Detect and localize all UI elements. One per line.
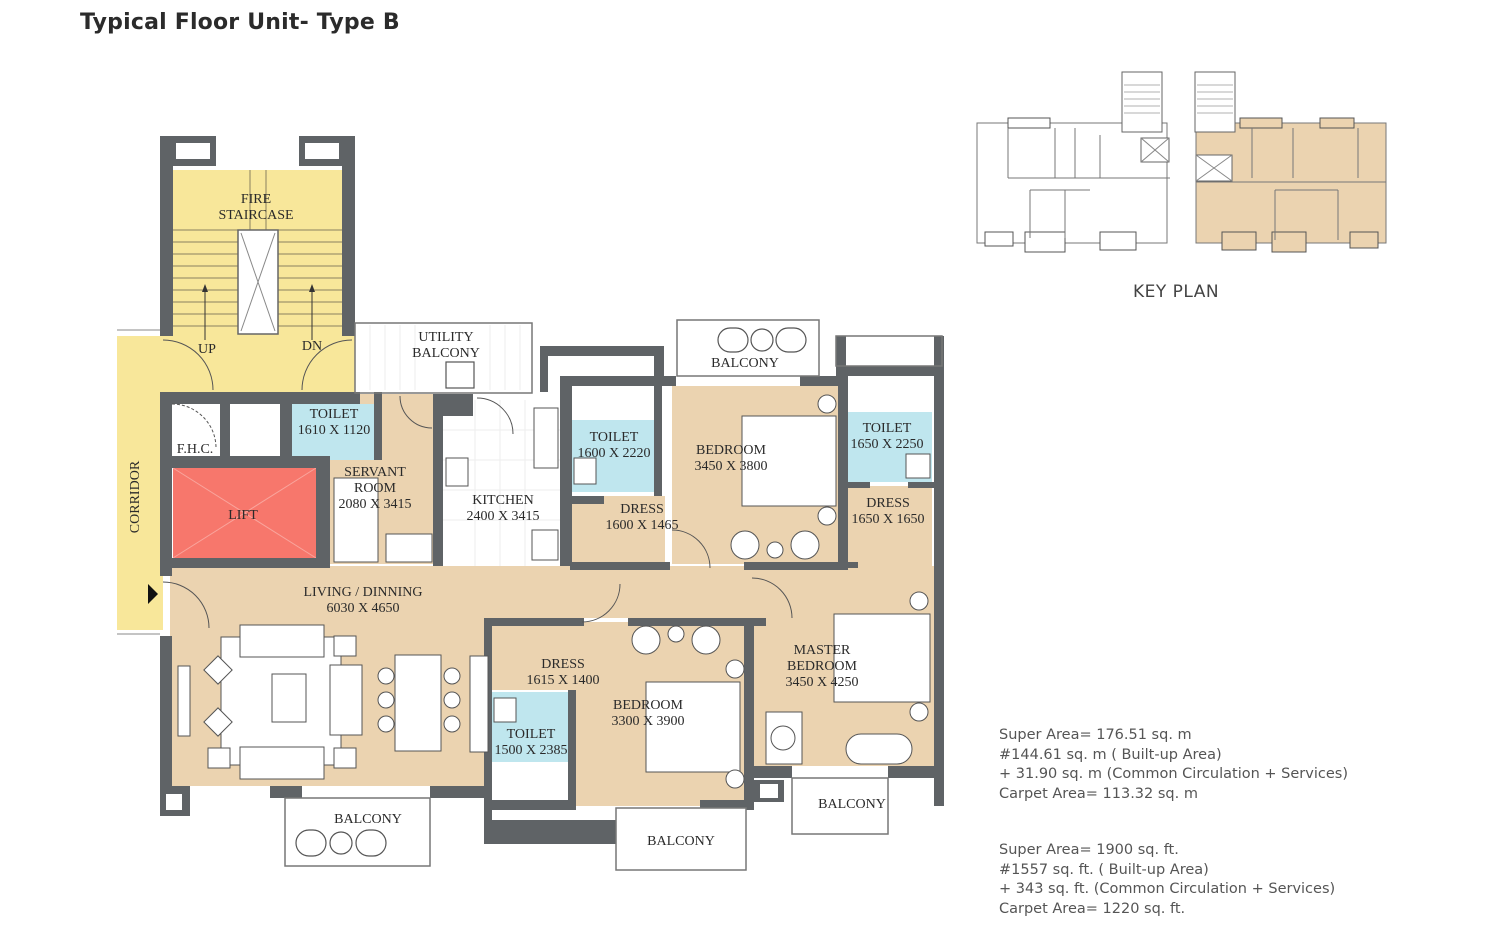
built-up-area-imperial: #1557 sq. ft. ( Built-up Area) (999, 861, 1209, 878)
label-balcony-living: BALCONY (334, 812, 402, 827)
label-fire-staircase-1: FIRE (241, 192, 271, 207)
label-stair-dn: DN (302, 339, 322, 354)
label-utility-balcony-1: UTILITY (418, 330, 473, 345)
label-kitchen: KITCHEN (472, 493, 533, 508)
label-bedroom-2-size: 3450 X 3800 (694, 459, 767, 474)
label-dress-2-size: 1600 X 1465 (605, 518, 678, 533)
label-toilet-2-size: 1600 X 2220 (577, 446, 650, 461)
label-toilet-master-size: 1650 X 2250 (850, 437, 923, 452)
key-plan-caption: KEY PLAN (1133, 282, 1220, 302)
utility-balcony-area (354, 322, 533, 394)
label-toilet-3-size: 1500 X 2385 (494, 743, 567, 758)
label-servant-room-1: SERVANT (344, 465, 406, 480)
label-fhc: F.H.C. (177, 442, 214, 457)
label-balcony-master: BALCONY (818, 797, 886, 812)
label-dress-3-size: 1615 X 1400 (526, 673, 599, 688)
label-lift: LIFT (228, 508, 258, 523)
label-toilet-servant-size: 1610 X 1120 (298, 423, 371, 438)
label-bedroom-2: BEDROOM (696, 443, 767, 458)
label-toilet-2: TOILET (590, 430, 639, 445)
carpet-area-metric: Carpet Area= 113.32 sq. m (999, 785, 1198, 802)
super-area-imperial: Super Area= 1900 sq. ft. (999, 842, 1179, 858)
label-kitchen-size: 2400 X 3415 (466, 509, 539, 524)
label-bedroom-3-size: 3300 X 3900 (611, 714, 684, 729)
label-toilet-master: TOILET (863, 421, 912, 436)
label-dress-3: DRESS (541, 657, 585, 672)
corridor-area (117, 336, 163, 630)
label-toilet-3: TOILET (507, 727, 556, 742)
area-summary-metric: Super Area= 176.51 sq. m #144.61 sq. m (… (999, 726, 1348, 804)
label-dress-master-size: 1650 X 1650 (851, 512, 924, 527)
area-summary-imperial: Super Area= 1900 sq. ft. #1557 sq. ft. (… (999, 841, 1335, 919)
label-balcony-top: BALCONY (711, 356, 779, 371)
label-master-bedroom-1: MASTER (794, 643, 851, 658)
label-dress-master: DRESS (866, 496, 910, 511)
label-living-dining-size: 6030 X 4650 (326, 601, 399, 616)
label-bedroom-3: BEDROOM (613, 698, 684, 713)
super-area-metric: Super Area= 176.51 sq. m (999, 727, 1192, 743)
label-toilet-servant: TOILET (310, 407, 359, 422)
label-dress-2: DRESS (620, 502, 664, 517)
page-title: Typical Floor Unit- Type B (80, 10, 400, 35)
label-fire-staircase-2: STAIRCASE (218, 208, 293, 223)
label-living-dining: LIVING / DINNING (304, 585, 423, 600)
common-circulation-metric: + 31.90 sq. m (Common Circulation + Serv… (999, 766, 1348, 782)
label-servant-room-size: 2080 X 3415 (338, 497, 411, 512)
label-master-bedroom-size: 3450 X 4250 (785, 675, 858, 690)
balcony-bedroom3-area (615, 807, 747, 871)
label-master-bedroom-2: BEDROOM (787, 659, 858, 674)
common-circulation-imperial: + 343 sq. ft. (Common Circulation + Serv… (999, 881, 1336, 897)
built-up-area-metric: #144.61 sq. m ( Built-up Area) (999, 746, 1222, 763)
label-stair-up: UP (198, 342, 216, 357)
balcony-master-area (791, 777, 889, 835)
label-balcony-bedroom3: BALCONY (647, 834, 715, 849)
label-corridor: CORRIDOR (128, 460, 143, 533)
key-plan (976, 71, 1387, 253)
label-utility-balcony-2: BALCONY (412, 346, 480, 361)
entry-arrow-icon (148, 584, 158, 604)
carpet-area-imperial: Carpet Area= 1220 sq. ft. (999, 900, 1186, 917)
label-servant-room-2: ROOM (354, 481, 397, 496)
